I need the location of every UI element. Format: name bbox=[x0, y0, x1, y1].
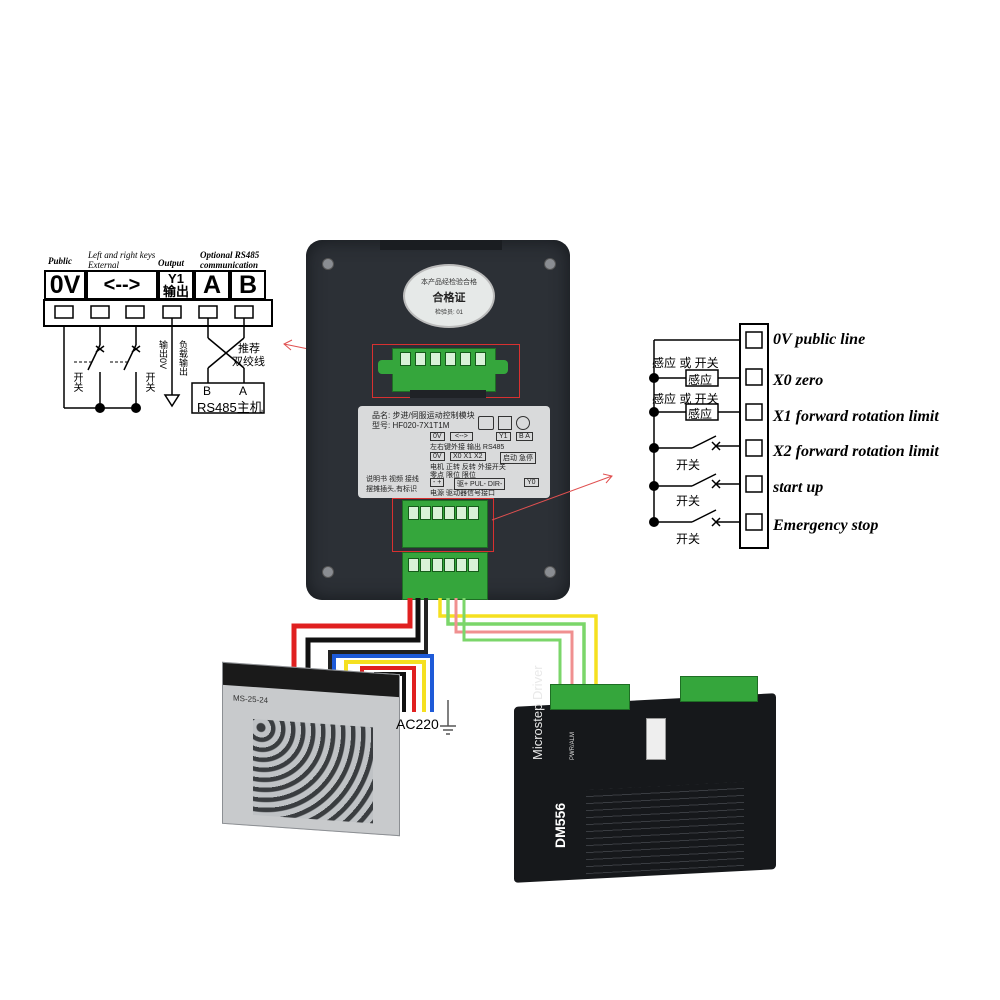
recommend-label: 推荐 bbox=[238, 343, 260, 355]
sticker-row3-y0: Y0 bbox=[524, 478, 539, 487]
rs485-b-label: B bbox=[203, 384, 212, 398]
screw-icon bbox=[322, 566, 334, 578]
sticker-row2-x: X0 X1 X2 bbox=[450, 452, 486, 461]
terminal-keys-label: <--> bbox=[103, 273, 141, 296]
header-optional-rs485: Optional RS485 bbox=[200, 250, 260, 260]
sensor-label-1: 感应 bbox=[688, 373, 713, 387]
sticker-row2-sub2: 零点 限位 限位 bbox=[430, 472, 476, 479]
terminal-b: B bbox=[230, 270, 266, 300]
driver-signal-terminal bbox=[550, 684, 630, 710]
header-left-right-keys: Left and right keys bbox=[88, 250, 156, 260]
sticker-row3-signal: 驱+ PUL- DIR- bbox=[454, 478, 506, 490]
sticker-row2-start: 启动 急停 bbox=[500, 452, 536, 464]
product-label-sticker: 品名: 步进/伺服运动控制模块 型号: HF020-7X1T1M 0V <-->… bbox=[358, 406, 550, 498]
sticker-left-note1: 说明书 视频 接线 bbox=[366, 476, 419, 483]
output-0v-label: 输出0V bbox=[158, 340, 168, 370]
terminal-y1: Y1 输出 bbox=[158, 270, 194, 300]
label-0v-public-line: 0V public line bbox=[773, 331, 866, 348]
seal-line3: 检验员: 01 bbox=[434, 309, 463, 316]
terminal-y1-sublabel: 输出 bbox=[162, 284, 189, 299]
label-emergency-stop: Emergency stop bbox=[773, 517, 879, 534]
sensor-or-switch-label-2: 感应 或 开关 bbox=[652, 392, 719, 406]
sticker-row2-sub: 电机 正转 反转 外接开关 bbox=[430, 464, 506, 471]
rs485-host-label: RS485主机 bbox=[197, 400, 263, 415]
sticker-model: 型号: HF020-7X1T1M bbox=[372, 421, 450, 430]
screw-icon bbox=[544, 566, 556, 578]
driver-power-terminal bbox=[680, 676, 758, 702]
twisted-pair-label: 双绞线 bbox=[232, 356, 265, 368]
highlight-box-bottom bbox=[392, 498, 494, 552]
connector-base bbox=[410, 390, 486, 398]
header-public: Public bbox=[48, 256, 72, 266]
label-x0-zero: X0 zero bbox=[773, 372, 824, 389]
terminal-a: A bbox=[194, 270, 230, 300]
sticker-row1-sub: 左右键外接 输出 RS485 bbox=[430, 444, 505, 451]
dip-switch-icon bbox=[646, 718, 666, 760]
sticker-row2-0v: 0V bbox=[430, 452, 445, 461]
sticker-y1: Y1 bbox=[496, 432, 511, 441]
pb-free-icon bbox=[516, 416, 530, 430]
header-communication: communication bbox=[200, 260, 259, 270]
sticker-row3-power: - + bbox=[430, 478, 445, 487]
ac220-label: AC220 bbox=[396, 716, 439, 732]
terminal-0v: 0V bbox=[44, 270, 86, 300]
switch-label-start: 开关 bbox=[676, 494, 701, 508]
switch-label-x2: 开关 bbox=[676, 458, 701, 472]
label-start-up: start up bbox=[773, 479, 824, 496]
label-x1-limit: X1 forward rotation limit bbox=[773, 408, 939, 425]
terminal-a-label: A bbox=[202, 270, 222, 299]
sticker-keys: <--> bbox=[450, 432, 473, 441]
rs485-a-label: A bbox=[239, 384, 248, 398]
terminal-0v-label: 0V bbox=[49, 270, 81, 299]
header-output: Output bbox=[158, 258, 185, 268]
seal-line1: 本产品经检验合格 bbox=[421, 278, 477, 286]
switch-label-1: 开关 bbox=[71, 372, 82, 392]
header-external: External bbox=[88, 260, 119, 270]
sticker-left-note2: 摆摊插头,有标识 bbox=[366, 486, 417, 493]
sticker-0v: 0V bbox=[430, 432, 445, 441]
sticker-name: 品名: 步进/伺服运动控制模块 bbox=[372, 411, 475, 420]
terminal-b-label: B bbox=[238, 270, 258, 299]
screw-icon bbox=[322, 258, 334, 270]
controller-top-slot bbox=[380, 240, 502, 250]
sticker-ba: B A bbox=[516, 432, 533, 441]
qualification-seal: 本产品经检验合格 合格证 检验员: 01 bbox=[403, 264, 495, 328]
sticker-row3-sub: 电源 驱动器信号接口 bbox=[430, 490, 495, 497]
recycle-bin-icon bbox=[498, 416, 512, 430]
sensor-or-switch-label-1: 感应 或 开关 bbox=[652, 356, 719, 370]
home-icon bbox=[478, 416, 494, 430]
screw-icon bbox=[544, 258, 556, 270]
terminal-y1-label: Y1 bbox=[168, 271, 184, 286]
sensor-label-2: 感应 bbox=[688, 407, 713, 421]
label-x2-limit: X2 forward rotation limit bbox=[773, 443, 939, 460]
load-output-label: 负载输出 bbox=[178, 340, 188, 376]
seal-line2: 合格证 bbox=[432, 291, 466, 304]
switch-label-stop: 开关 bbox=[676, 532, 701, 546]
switch-label-2: 开关 bbox=[143, 372, 154, 392]
